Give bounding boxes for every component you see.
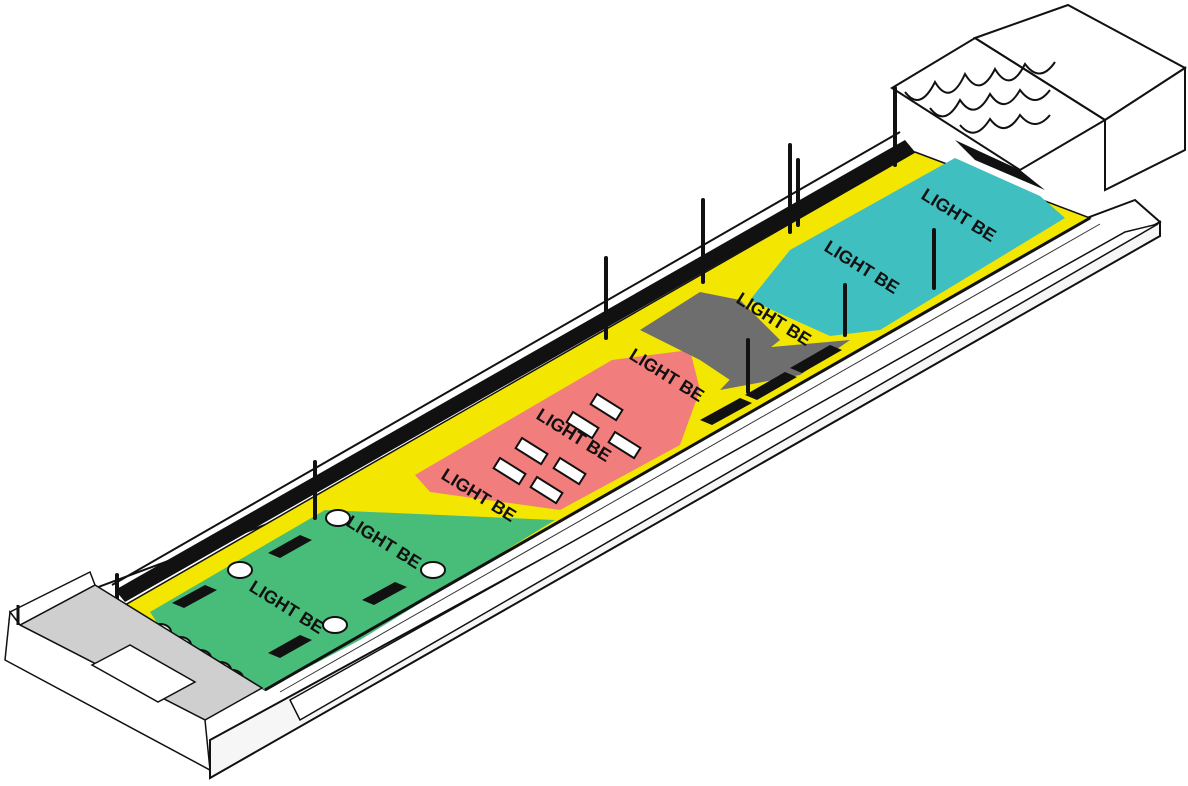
enclosure-table [90,644,197,703]
bench [745,372,797,400]
canopy-fabric [904,61,1056,134]
table [514,436,549,466]
front-edge-line [264,216,1091,692]
rail-line-top [111,131,901,586]
left-enclosure [4,570,264,772]
bench [790,345,842,373]
light-fixture [420,561,446,579]
pink-zone-tables [492,392,642,505]
poles [115,86,936,614]
bench [268,535,312,558]
pink-zone [415,350,700,510]
table [552,456,587,486]
light-fixture [325,509,351,527]
canopy-box-side [1104,66,1186,192]
bench [172,585,217,608]
table [607,430,642,460]
gray-zone [640,292,780,380]
benches [172,345,842,658]
canopy-deck [955,140,1045,190]
table [529,475,564,505]
green-zone [150,510,555,690]
bench [268,635,312,658]
light-fixture [227,561,253,579]
table [492,456,527,486]
canopy-frame [890,36,1107,172]
teal-zone [750,158,1065,336]
front-edge-line-2 [279,223,1101,693]
right-canopy [890,3,1187,192]
light-fixture [322,616,348,634]
bench [362,582,407,605]
bench [700,398,752,425]
table [565,410,600,440]
table [589,392,624,422]
right-walkway-strip [289,223,1159,722]
